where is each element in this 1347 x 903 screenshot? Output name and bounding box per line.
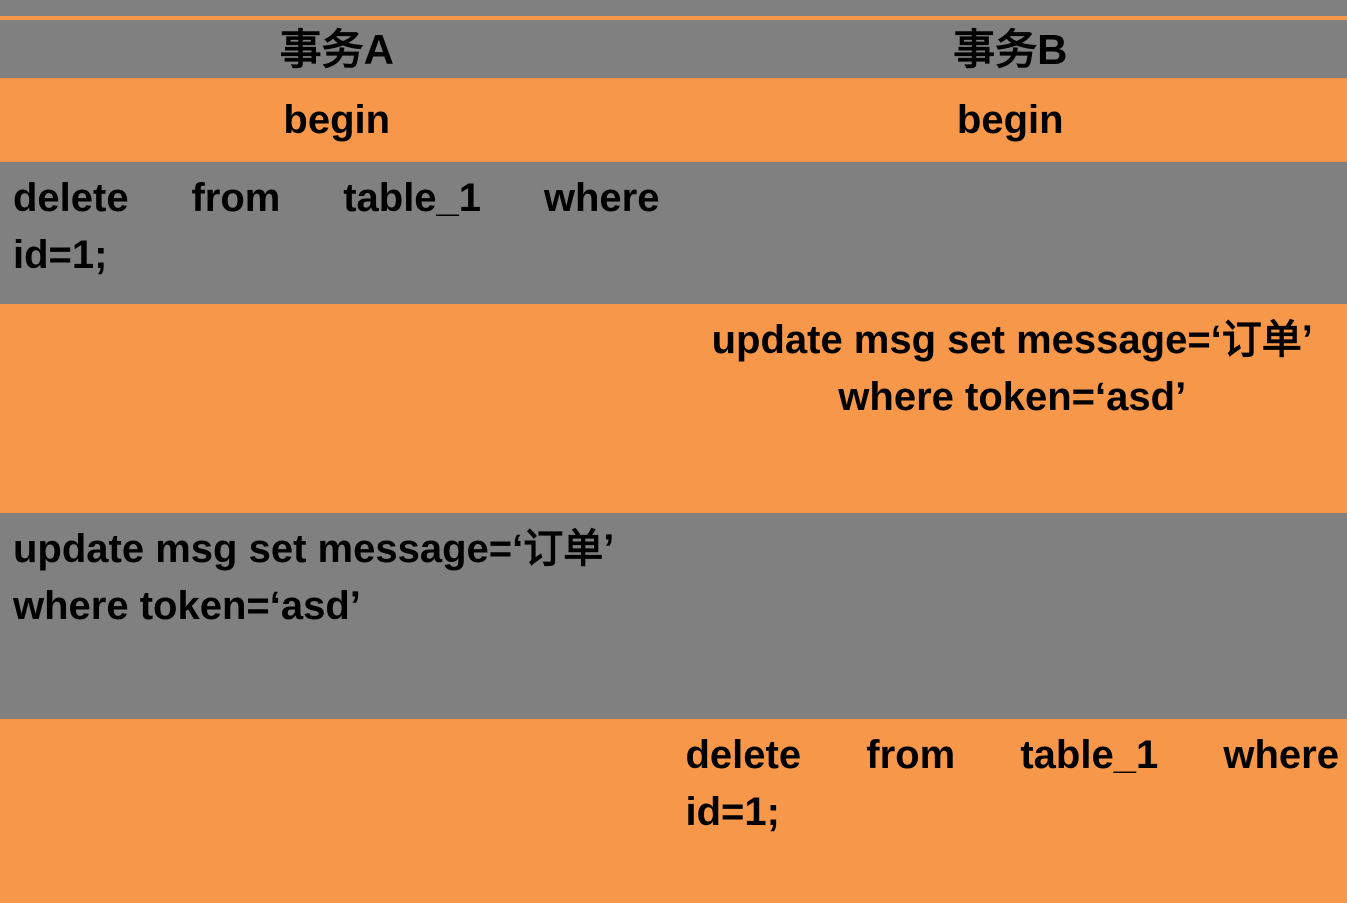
update-b-row: update msg set message=‘订单’ where token=… [0, 304, 1347, 513]
update-a-empty-cell [674, 513, 1347, 719]
delete-a-cell: delete from table_1 where id=1; [0, 162, 674, 304]
update-b-line1: update msg set message=‘订单’ [711, 318, 1313, 362]
delete-a-empty-cell [674, 162, 1347, 304]
update-a-line1: update msg set message=‘订单’ [13, 527, 615, 571]
update-a-row: update msg set message=‘订单’ where token=… [0, 513, 1347, 719]
delete-a-line1: delete from table_1 where [13, 176, 660, 220]
begin-row: begin begin [0, 78, 1347, 162]
update-b-line2: where token=‘asd’ [838, 375, 1187, 419]
table-top-border [0, 16, 1347, 20]
delete-b-line1: delete from table_1 where [685, 733, 1340, 777]
begin-b-cell: begin [956, 97, 1064, 142]
header-transaction-b: 事务B [953, 25, 1068, 73]
delete-b-empty-cell [0, 719, 674, 903]
update-b-cell: update msg set message=‘订单’ where token=… [674, 304, 1347, 513]
header-row: 事务A 事务B [0, 20, 1347, 78]
update-a-cell: update msg set message=‘订单’ where token=… [0, 513, 674, 719]
top-margin-strip [0, 0, 1347, 16]
begin-a-cell: begin [283, 97, 391, 142]
delete-b-line2: id=1; [685, 790, 780, 834]
delete-a-line2: id=1; [13, 233, 108, 277]
update-b-empty-cell [0, 304, 674, 513]
update-a-line2: where token=‘asd’ [13, 584, 361, 628]
delete-a-row: delete from table_1 where id=1; [0, 162, 1347, 304]
delete-b-row: delete from table_1 where id=1; [0, 719, 1347, 903]
header-transaction-a: 事务A [279, 25, 394, 73]
delete-b-cell: delete from table_1 where id=1; [674, 719, 1347, 903]
